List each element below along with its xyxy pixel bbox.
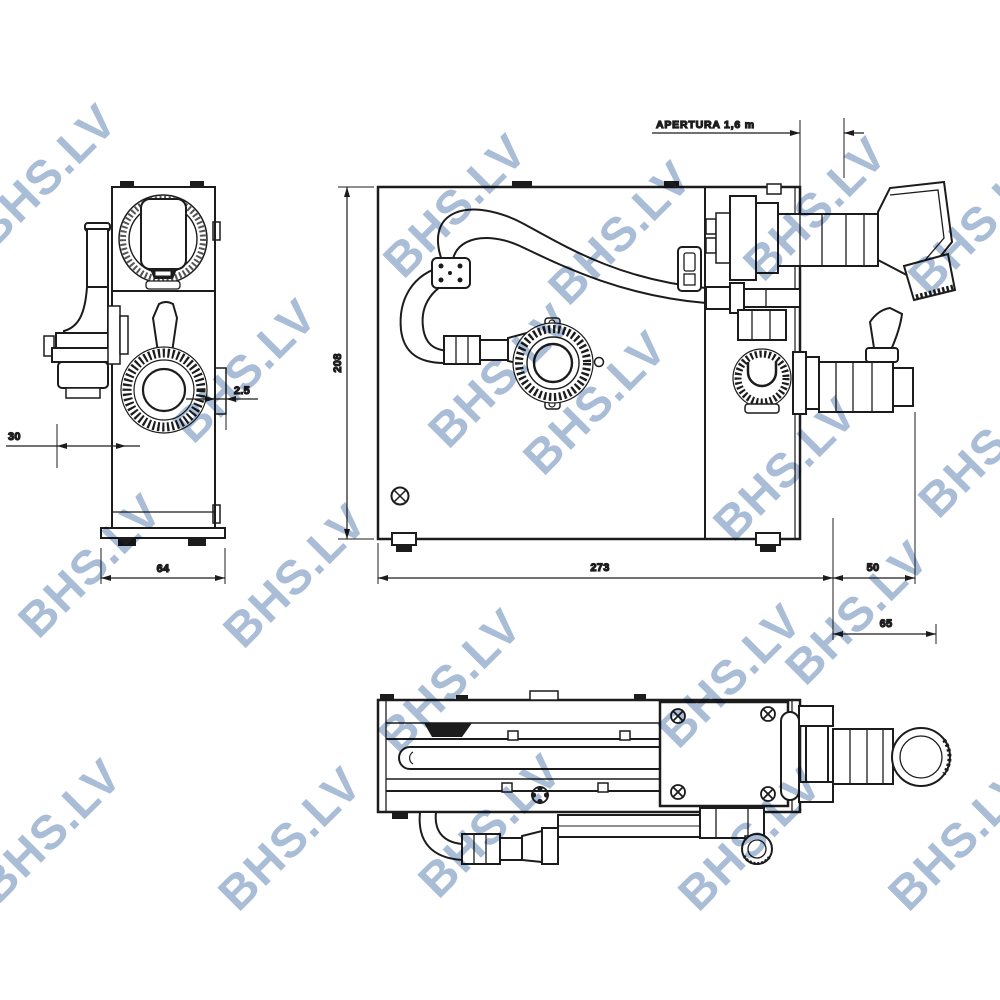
dim-30-label: 30: [8, 431, 21, 443]
side-view: [43, 181, 227, 546]
top-nozzle-assembly: [705, 180, 957, 302]
dim-apertura: APERTURA 1,6 m: [652, 118, 864, 187]
side-knob: [120, 346, 208, 434]
front-bracket: [677, 246, 702, 292]
front-tap: [732, 309, 792, 414]
side-foot: [118, 538, 136, 546]
front-view: [376, 180, 957, 552]
dim-30: 30: [6, 424, 140, 468]
dim-65: 65: [833, 617, 937, 644]
bottom-plate: [658, 700, 952, 808]
bottom-screw: [530, 785, 550, 805]
dim-64-label: 64: [157, 563, 170, 575]
front-screw: [390, 486, 410, 506]
middle-pipe: [705, 282, 801, 314]
dim-208: 208: [331, 186, 374, 540]
side-tab: [214, 367, 227, 415]
dimension-annotations: APERTURA 1,6 m 2.5 30 64: [6, 118, 937, 644]
dim-65-label: 65: [880, 618, 893, 630]
dim-273: 273: [377, 518, 834, 640]
side-foot: [188, 538, 206, 546]
dim-50: 50: [833, 412, 916, 584]
side-top-ring: [118, 194, 208, 290]
front-flange-fitting: [443, 317, 605, 410]
side-inlet-valve: [43, 222, 129, 399]
dim-2-5-label: 2.5: [234, 385, 250, 397]
front-hose: [399, 208, 707, 364]
dim-2-5: 2.5: [186, 384, 258, 430]
lower-handle-assembly: [792, 306, 914, 415]
dim-64: 64: [100, 548, 226, 584]
dim-50-label: 50: [867, 562, 880, 574]
dim-208-label: 208: [332, 353, 344, 372]
apertura-label: APERTURA 1,6 m: [656, 119, 755, 131]
bottom-piping: [392, 807, 773, 866]
dim-273-label: 273: [590, 562, 609, 574]
bottom-view: [376, 690, 952, 866]
